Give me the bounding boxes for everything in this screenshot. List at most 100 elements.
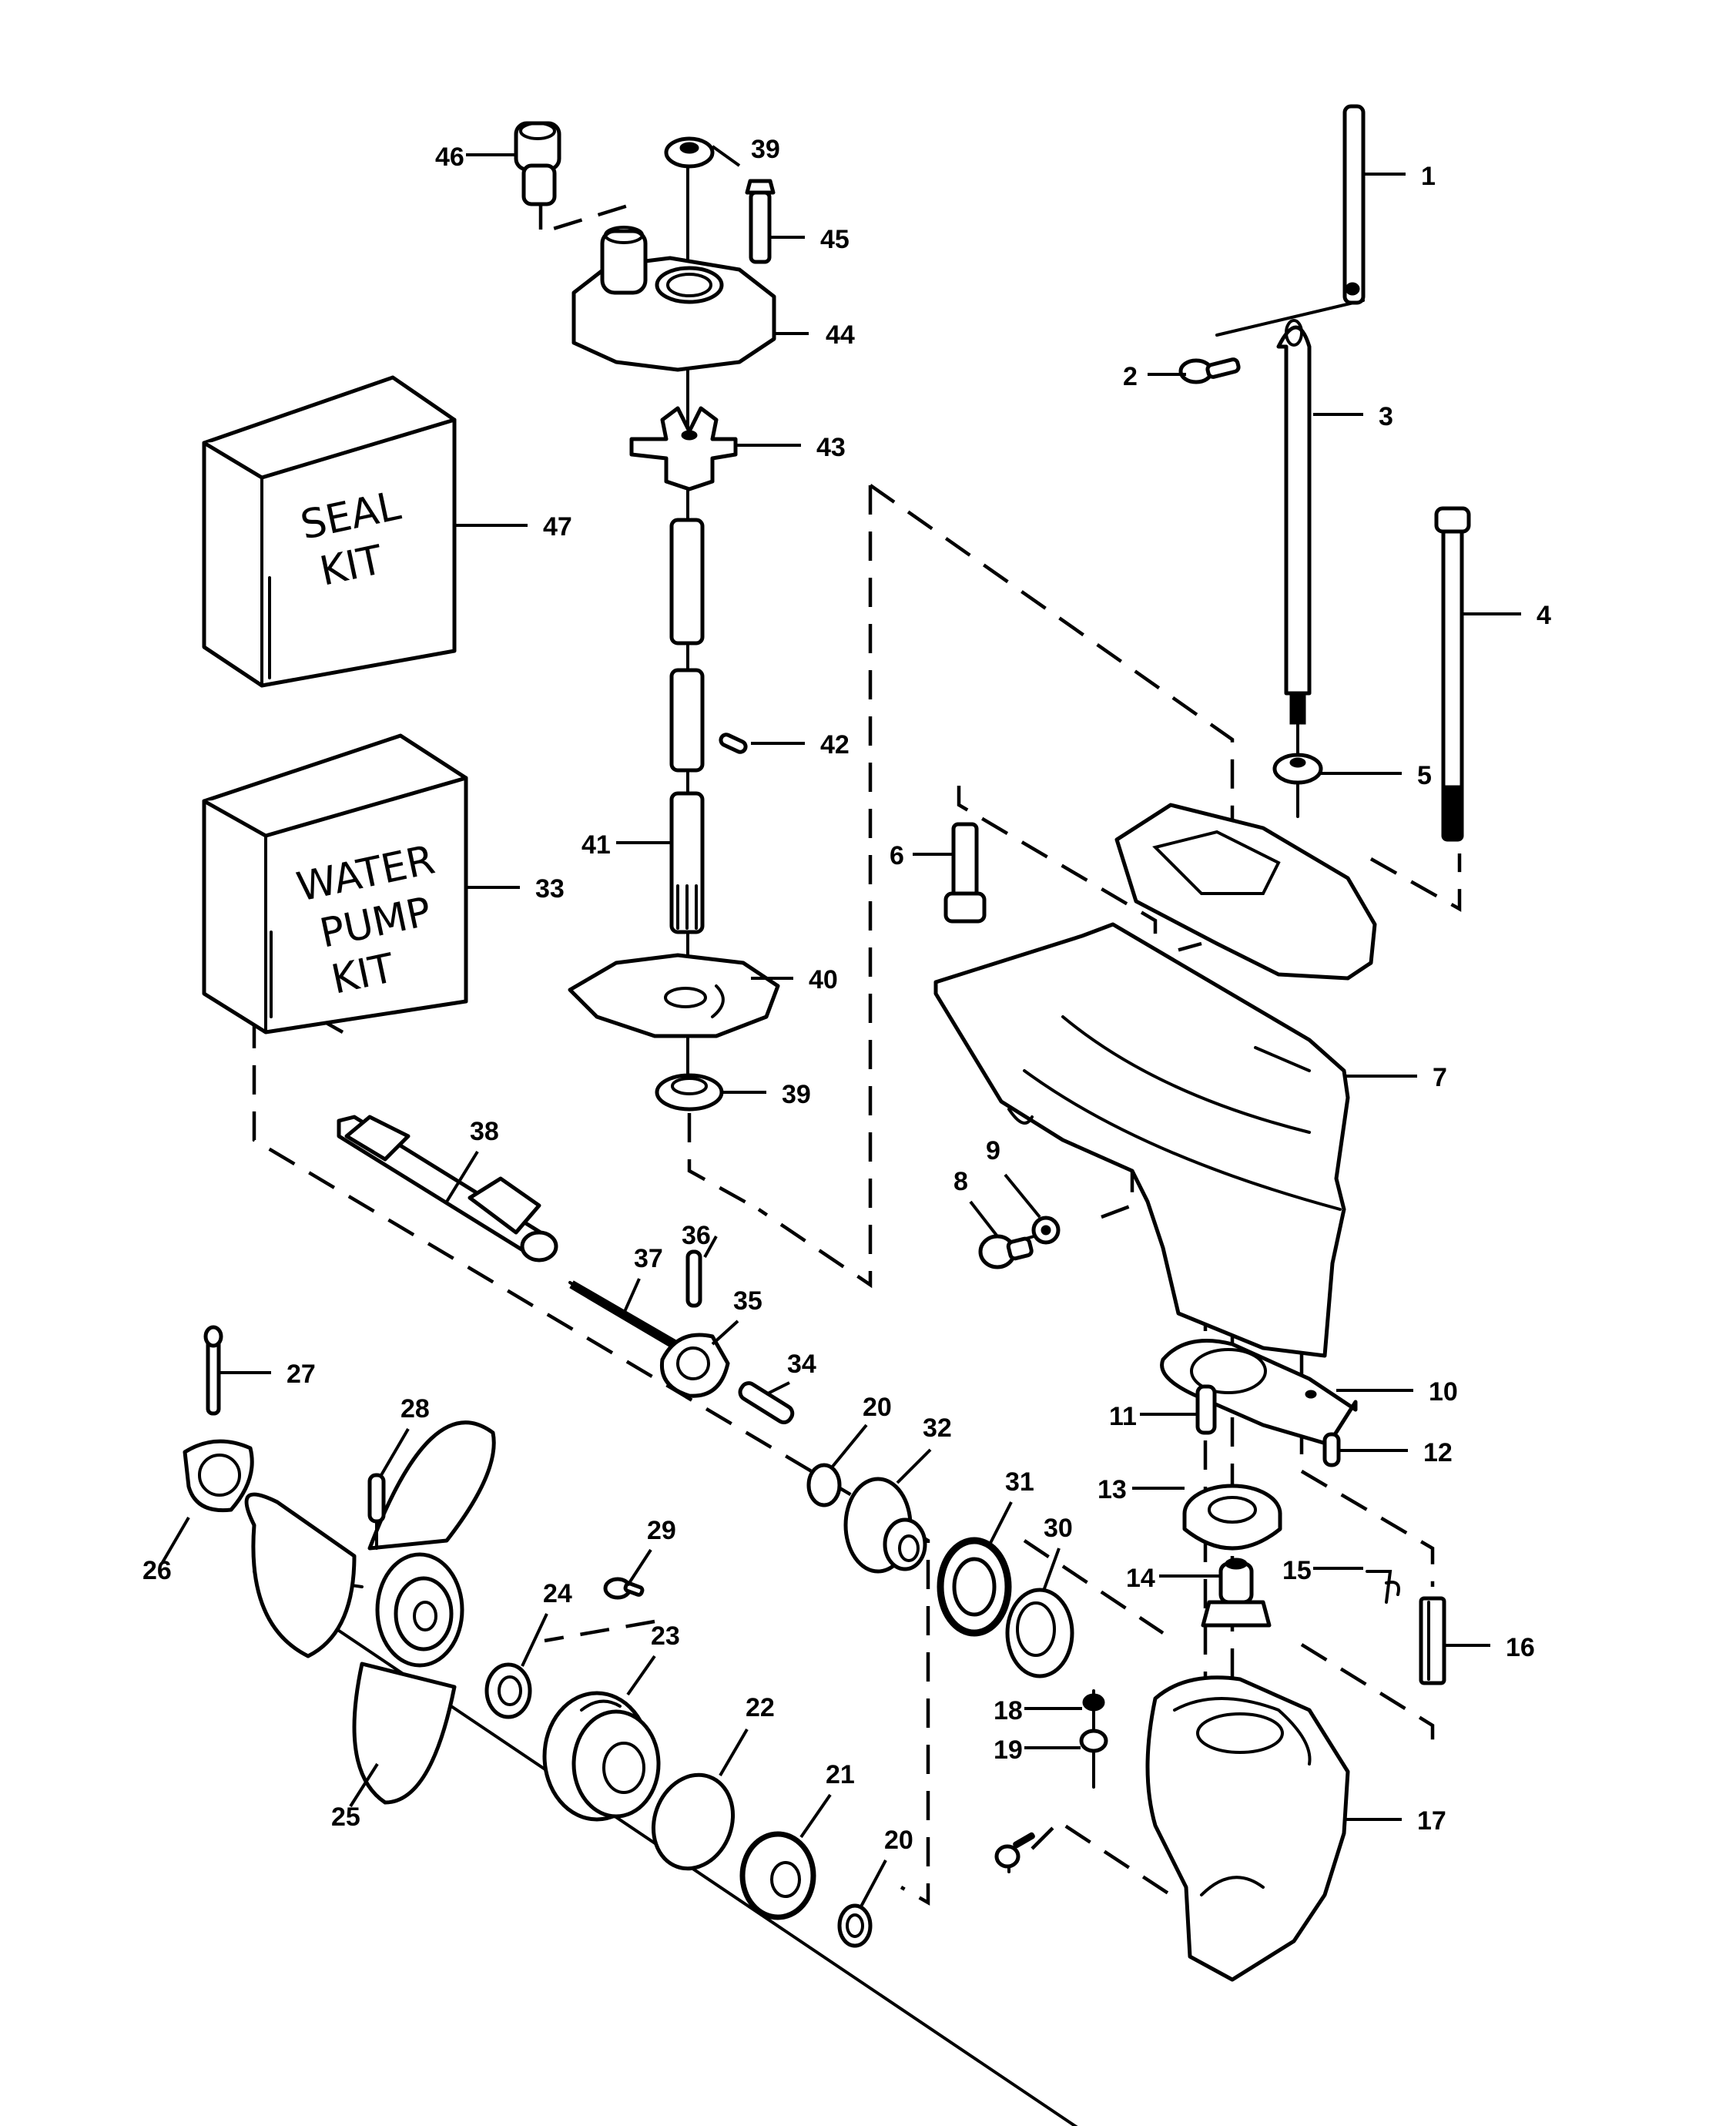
part-5-grommet [1272,753,1323,785]
part-20-shim-lower [837,1903,873,1948]
leader-line-bearing-carrier [626,1655,656,1696]
callout-seal-washer: 18 [994,1696,1082,1725]
callout-anode-block: 16 [1444,1633,1535,1662]
part-26-prop-nut-cap [183,1439,254,1513]
callout-number-ball-bearing: 13 [1098,1475,1127,1504]
callout-number-stud: 11 [1109,1402,1137,1431]
part-16-anode-block [1419,1596,1446,1685]
leader-line-seal-upper [711,145,741,167]
callout-number-anode-block: 16 [1506,1633,1535,1662]
callout-number-driveshaft-housing: 7 [1433,1063,1447,1092]
leader-line-shim-lower [860,1859,887,1907]
callout-grommet: 5 [1321,761,1432,790]
dash-prop-shaft-box [252,979,930,1906]
part-1-shift-rod [1342,104,1366,305]
callout-propeller: 25 [331,1762,379,1832]
callout-stud-bolt: 6 [890,841,953,870]
callout-water-tube-grommet: 46 [435,143,516,172]
part-17-gear-housing [1145,1675,1350,1982]
callout-shear-pin: 28 [380,1394,430,1477]
callout-number-shear-pin: 28 [400,1394,430,1423]
callout-number-clip: 15 [1282,1556,1312,1585]
part-9-washer-upper [1031,1216,1061,1245]
leader-line-oil-seal [521,1613,548,1667]
callout-number-oil-seal: 24 [543,1579,572,1608]
callout-number-shift-rod: 1 [1421,162,1436,191]
part-41-driveshaft-upper [669,518,705,773]
callout-drain-screw-upper: 8 [953,1167,999,1238]
callout-number-water-pump-kit: 33 [535,874,565,904]
callout-number-pinion-gear: 14 [1126,1564,1155,1593]
callout-number-thrust-bearing: 31 [1005,1467,1034,1497]
callout-carrier-screw: 29 [626,1516,676,1587]
callout-number-pump-base-plate: 40 [809,965,838,994]
callout-number-drain-screw-upper: 8 [953,1167,968,1196]
callout-number-shift-rod-lower: 3 [1379,402,1393,431]
callout-number-dowel-pin: 12 [1423,1438,1453,1467]
leader-line-thrust-bearing [988,1501,1013,1545]
part-9-washer-lower [1013,1832,1035,1849]
part-39-seal-upper [664,136,715,169]
part-10-gasket [1160,1339,1358,1447]
leader-line-clutch-pin [766,1381,790,1396]
callout-number-seal-upper: 39 [751,135,780,164]
part-20-shim-upper [806,1463,842,1507]
part-30-thrust-washer [1005,1588,1074,1678]
callout-seal-lower: 39 [722,1080,811,1109]
callout-shim-upper: 20 [830,1393,892,1469]
leader-line-shim-upper [830,1423,868,1469]
callout-ball-bearing: 13 [1098,1475,1185,1504]
callout-number-screw: 2 [1123,362,1138,391]
callout-number-impeller-key: 42 [820,730,850,760]
part-28-shear-pin [367,1473,386,1550]
part-44-pump-housing [571,226,776,372]
callout-clutch-dog: 35 [711,1286,762,1346]
leader-line-spring [622,1278,641,1314]
callout-o-ring: 22 [719,1693,775,1777]
part-3-shift-rod-lower [1276,319,1312,725]
callout-clip: 15 [1282,1556,1363,1585]
part-13-ball-bearing [1182,1484,1282,1551]
part-37-spring [568,1280,679,1349]
callout-shift-rod-lower: 3 [1313,402,1393,431]
callout-driveshaft-housing: 7 [1344,1063,1447,1092]
callout-thrust-washer: 30 [1042,1514,1073,1591]
part-2-screw [1178,357,1241,384]
callout-number-seal-lower: 39 [782,1080,811,1109]
dash-39-lower [687,1113,760,1211]
callout-number-water-tube-grommet: 46 [435,143,464,172]
leader-line-shear-pin [380,1427,410,1477]
leader-line-forward-gear [896,1448,932,1484]
callout-number-bearing-carrier: 23 [651,1621,680,1651]
part-14-pinion-gear [1201,1558,1272,1628]
callout-number-long-bolt: 4 [1537,601,1551,630]
callout-number-clutch-pin: 34 [787,1350,816,1379]
part-35-clutch-dog [659,1333,730,1398]
callout-number-grommet: 5 [1417,761,1432,790]
callout-spring: 37 [622,1244,663,1314]
leader-line-thrust-washer [1042,1548,1061,1591]
part-32-forward-gear [843,1477,927,1574]
callout-number-propeller: 25 [331,1802,360,1832]
leader-line-o-ring [719,1728,749,1777]
part-42-impeller-key [719,733,748,754]
callout-long-bolt: 4 [1462,601,1551,630]
seal-kit-box: SEAL KIT [202,375,457,688]
callout-dowel-pin: 12 [1340,1438,1453,1467]
part-18-seal-washer [1082,1693,1105,1712]
callout-number-forward-gear: 32 [923,1413,952,1443]
callout-gear-housing: 17 [1344,1806,1446,1836]
water-pump-kit-box: WATER PUMP KIT [202,733,468,1034]
leader-line-propeller-shaft [445,1150,479,1203]
callout-driveshaft-lower: 41 [581,830,672,860]
callout-screw: 2 [1123,362,1186,391]
callout-number-driveshaft-lower: 41 [581,830,611,860]
part-25-propeller [244,1420,496,1805]
part-12-dowel-pin [1322,1432,1341,1467]
part-41-driveshaft-lower [669,791,705,934]
callout-roll-pin: 36 [682,1221,718,1258]
callout-pump-bolt: 45 [770,225,850,254]
leader-line-washer-upper [1004,1173,1041,1219]
callout-impeller-key: 42 [751,730,850,760]
